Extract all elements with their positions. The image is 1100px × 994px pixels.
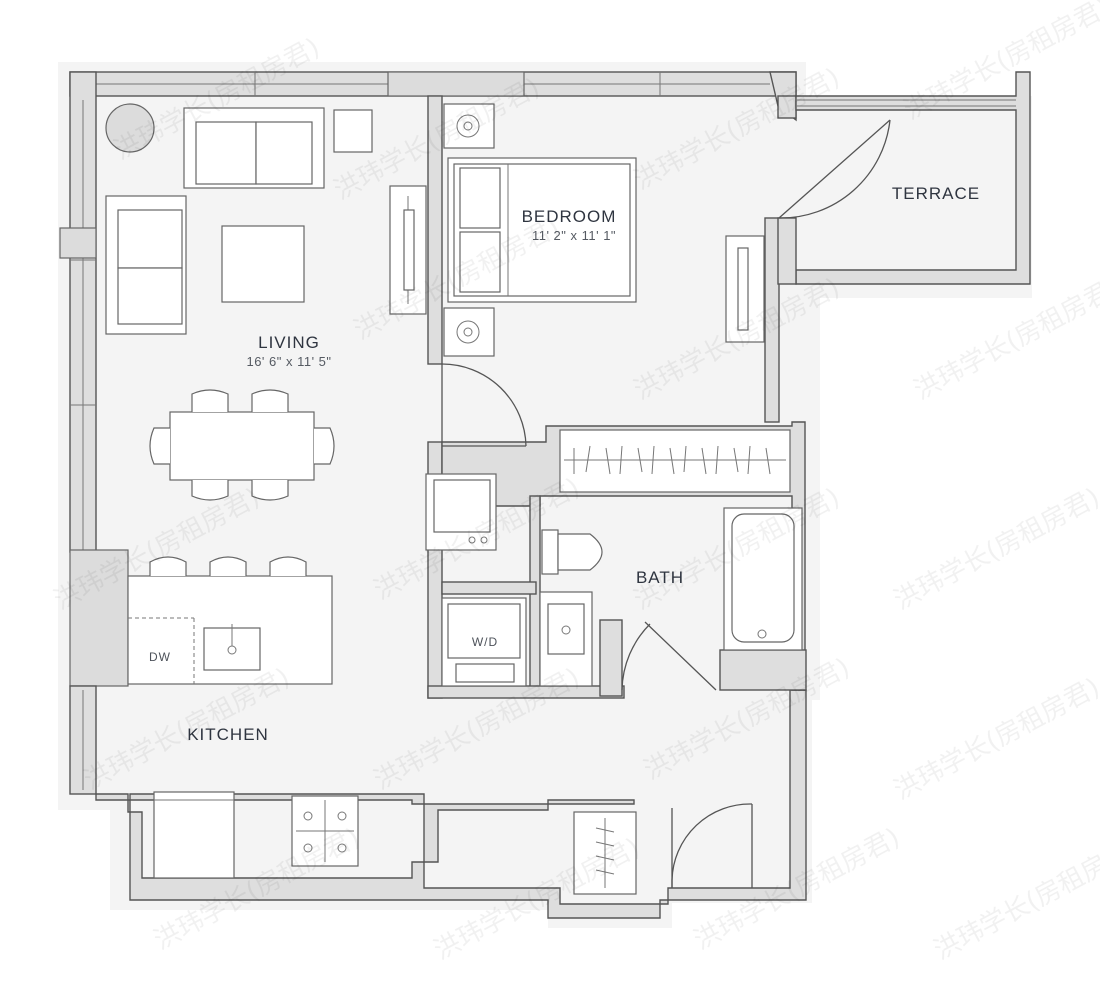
refrigerator <box>153 791 235 879</box>
washer-dryer-label: W/D <box>472 635 498 649</box>
toilet-tank <box>541 529 559 575</box>
bath-fixtures <box>425 473 803 687</box>
dining-table <box>169 411 315 481</box>
svg-text:洪玮学长(房租房君): 洪玮学长(房租房君) <box>889 673 1100 807</box>
coffee-table <box>221 225 305 303</box>
toilet-bowl <box>557 533 603 571</box>
dishwasher-label: DW <box>149 650 171 664</box>
living-dims: 16' 6" x 11' 5" <box>246 354 331 369</box>
bedroom-label: BEDROOM <box>522 207 617 226</box>
nightstand-bottom <box>443 307 495 357</box>
side-table <box>333 109 373 153</box>
bath-label: BATH <box>636 568 684 587</box>
plant-pot <box>105 103 155 153</box>
living-furniture <box>105 103 427 501</box>
bedroom-dims: 11' 2" x 11' 1" <box>532 228 616 243</box>
svg-text:洪玮学长(房租房君): 洪玮学长(房租房君) <box>929 833 1100 967</box>
exterior-walls <box>59 71 807 919</box>
bedroom-fixtures <box>443 103 791 493</box>
doors <box>441 119 891 888</box>
nightstand-top <box>443 103 495 149</box>
room-labels: LIVING 16' 6" x 11' 5" BEDROOM 11' 2" x … <box>149 184 980 744</box>
bedroom-wardrobe <box>559 429 791 493</box>
kitchen-label: KITCHEN <box>187 725 269 744</box>
svg-text:洪玮学长(房租房君): 洪玮学长(房租房君) <box>889 483 1100 617</box>
kitchen-fixtures <box>127 556 637 895</box>
terrace-label: TERRACE <box>892 184 980 203</box>
living-label: LIVING <box>258 333 320 352</box>
